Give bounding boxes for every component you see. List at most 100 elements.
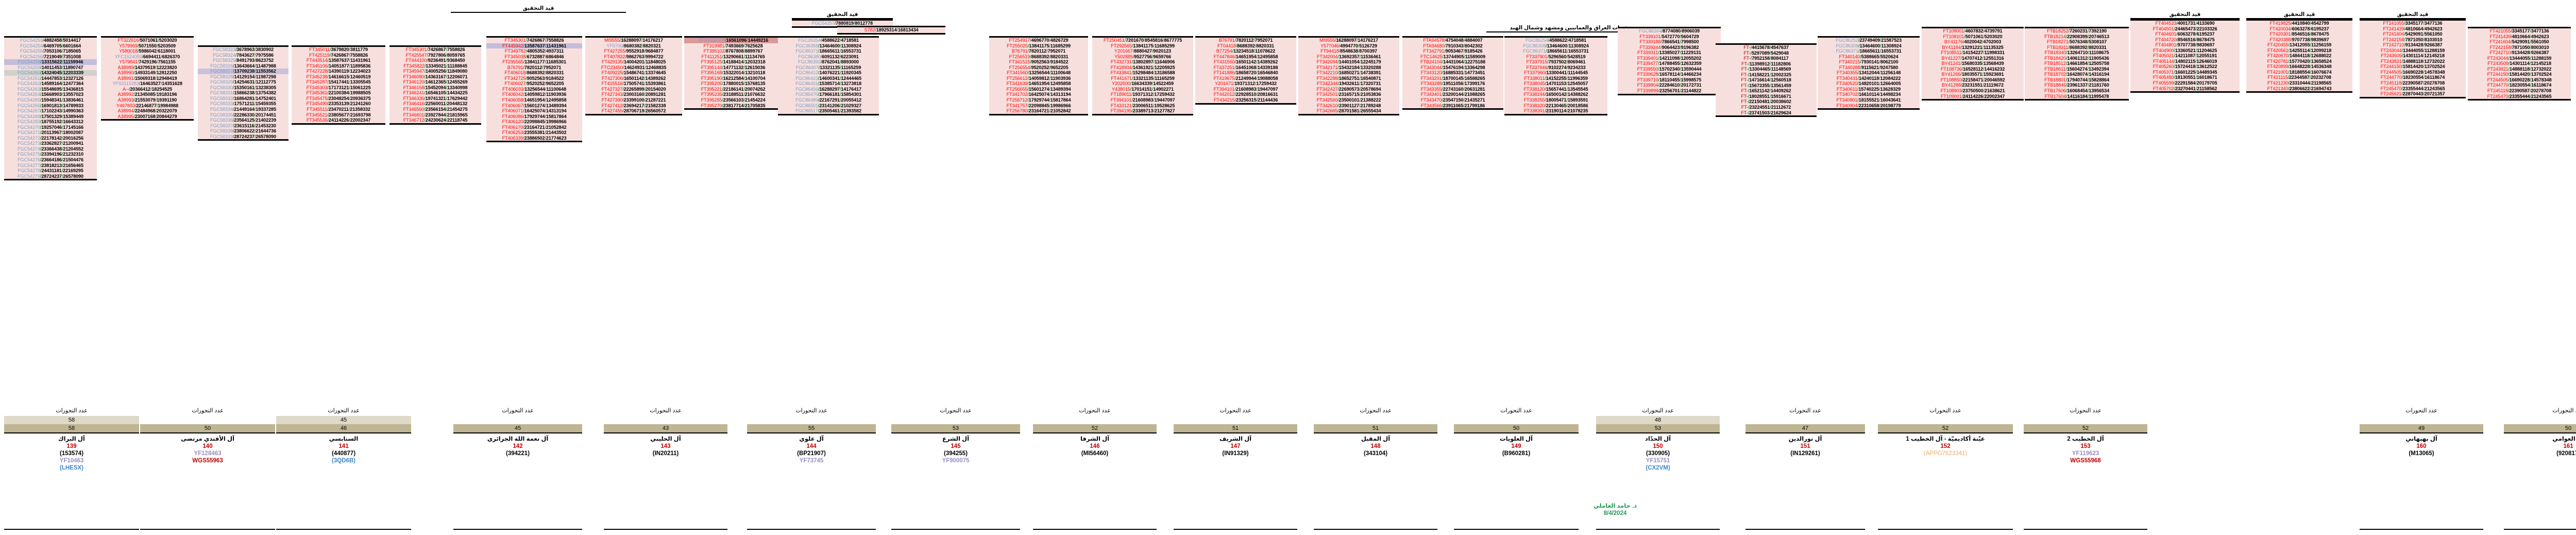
snp-entry[interactable]: FT406253/23555381/21443502 — [486, 130, 582, 136]
snp-entry[interactable]: FT395168/15322014/13210118 — [684, 70, 782, 76]
snp-entry[interactable]: FT406170/23164721/21052842 — [486, 124, 582, 130]
snp-entry[interactable]: FT243821/14888118/12732022 — [2468, 66, 2571, 72]
snp-entry[interactable]: FT346336/19741321/17629442 — [389, 95, 481, 102]
snp-entry[interactable]: FGC58335/22286330/20174451 — [198, 112, 289, 118]
snp-entry[interactable]: B76791/7820112/7952071 — [486, 64, 582, 71]
snp-entry[interactable]: BY41176/4020042/4702003 — [1922, 39, 2024, 45]
snp-entry[interactable]: FT394101/21608983/19447097 — [1092, 97, 1193, 103]
snp-entry[interactable]: FT437251/16451068/14339188 — [1195, 64, 1296, 71]
snp-entry[interactable]: FGC86308/13464600/11308924 — [1818, 43, 1920, 49]
snp-entry[interactable]: FT141886/18658720/16546840 — [1195, 70, 1296, 76]
snp-entry[interactable]: FT342004/13692357/11536461 — [1298, 54, 1399, 60]
snp-entry[interactable]: FGC58338/23806622/21644736 — [198, 128, 289, 134]
snp-entry[interactable]: FT256612/14059812/11903936 — [989, 75, 1088, 81]
snp-entry[interactable]: FT406042/14059812/11903936 — [486, 92, 582, 98]
snp-entry[interactable]: FT345490/23353139/21241260 — [292, 101, 385, 107]
snp-entry[interactable]: FT244150/15814420/13702524 — [2360, 64, 2466, 70]
snp-entry[interactable]: FT250451/7201670/8545816/8677775 — [1092, 38, 1193, 43]
snp-entry[interactable]: FT404801/9707738/9839697 — [2130, 42, 2240, 48]
snp-entry[interactable]: FT338045/14701153/12545057 — [1504, 81, 1607, 87]
snp-entry[interactable]: FT345238/14616615/12460519 — [292, 74, 385, 80]
snp-entry[interactable]: FTB18702/16428074/14316194 — [2025, 72, 2129, 77]
snp-entry[interactable]: FT346601/23927844/21815965 — [389, 112, 481, 118]
snp-entry[interactable]: FGC54277/23818213/21656465 — [4, 162, 97, 169]
snp-entry[interactable]: FGC86380/6091132/6223091 — [778, 54, 879, 60]
snp-entry[interactable]: FT342344/19432611/17320731 — [1298, 81, 1399, 87]
snp-entry[interactable]: YFC1524059/6694411/6826370 — [101, 54, 194, 60]
snp-entry[interactable]: A38992/21345085/19183196 — [101, 92, 194, 98]
snp-entry[interactable]: FT425119/7426867/7558826 — [292, 52, 385, 58]
snp-entry[interactable]: FT343044/15476194/13364298 — [1402, 64, 1503, 71]
snp-entry[interactable]: FT04418/8688392/8820331 — [1195, 43, 1296, 49]
snp-entry[interactable]: FT337960/13300441/11144545 — [1504, 70, 1607, 76]
snp-entry[interactable]: FT427306/16501142/14389262 — [585, 75, 682, 81]
snp-entry[interactable]: FT343566/23911065/21799186 — [1402, 103, 1503, 109]
snp-entry[interactable]: FT404900/13360521/11204625 — [2130, 47, 2240, 54]
snp-entry[interactable]: FT441671/13321135/11165259 — [1092, 75, 1193, 81]
snp-entry[interactable]: FTB18214/22908399/20746513 — [2025, 34, 2129, 40]
snp-entry[interactable]: FT420301/8546516/8678475 — [2246, 31, 2352, 37]
snp-entry[interactable]: Y201667/8880427/9020123 — [1092, 48, 1193, 54]
snp-entry[interactable]: FT-/14158221/12002325 — [1716, 72, 1817, 78]
snp-entry[interactable]: FT342427/22690573/20578694 — [1298, 86, 1399, 92]
snp-entry[interactable]: FT420781/15770420/13658524 — [2246, 58, 2352, 64]
snp-entry[interactable]: FGC86517/23505461/21393582 — [778, 108, 879, 114]
snp-entry[interactable]: FT244770/18230554/16118674 — [2360, 75, 2466, 81]
snp-entry[interactable]: FGC54254/6469705/6601664 — [4, 43, 97, 49]
snp-entry[interactable]: FT442012/22928510/20816631 — [1195, 92, 1296, 98]
snp-entry[interactable]: FT345475/23048254/20936375 — [292, 95, 385, 102]
snp-entry[interactable]: FT342171/15432184/13320288 — [1298, 64, 1399, 71]
snp-entry[interactable]: FT241604/5429091/5561050 — [2468, 39, 2571, 45]
snp-entry[interactable]: FT405260/15724418/13612522 — [2130, 64, 2240, 70]
snp-entry[interactable]: FTB18611/15604274/13492394 — [2025, 66, 2129, 72]
snp-entry[interactable]: YFS4252908/16561096/14449216 — [684, 38, 782, 43]
snp-entry[interactable]: FGC86489/22167291/20055412 — [778, 97, 879, 103]
snp-entry[interactable]: FGC54256/7219049/7351008 — [4, 54, 97, 60]
snp-entry[interactable]: FT427228/14390119/12234023 — [292, 69, 385, 74]
snp-entry[interactable]: FT244770/18230554/16118674 — [2468, 82, 2571, 89]
snp-entry[interactable]: FT405021/14211087/12055191 — [2130, 53, 2240, 59]
snp-entry[interactable]: FT340904/22310658/20198779 — [1818, 103, 1920, 109]
snp-entry[interactable]: FT342725/9052563/9184522 — [486, 75, 582, 81]
snp-entry[interactable]: FT339401/14211098/12055202 — [1618, 55, 1721, 61]
snp-entry[interactable]: FT340520/14820101/12664005 — [1818, 81, 1920, 87]
snp-entry[interactable]: FGC86431/15385714/13273818 — [778, 81, 879, 87]
snp-entry[interactable]: FT108101/5071061/5203020 — [1922, 34, 2024, 40]
snp-entry[interactable]: FTC14625/13744905/11589009 — [1402, 54, 1503, 60]
snp-entry[interactable]: FT395235/23188511/21076632 — [684, 92, 782, 98]
snp-entry[interactable]: FGC86392/8762041/8893000 — [778, 59, 879, 65]
snp-entry[interactable]: FT108903/23750500/21638621 — [1922, 88, 2024, 94]
snp-entry[interactable]: FGC58334/21449164/19337285 — [198, 107, 289, 112]
snp-entry[interactable]: A38995/23007168/20844279 — [101, 113, 194, 120]
snp-entry[interactable]: FGC86470/17966181/15854301 — [778, 92, 879, 98]
snp-entry[interactable]: FT406086/17929744/15817864 — [486, 113, 582, 120]
snp-entry[interactable]: FT-/15673355/13561459 — [1716, 82, 1817, 89]
snp-entry[interactable]: FT242158/7871050/8103010 — [2360, 37, 2466, 43]
snp-entry[interactable]: FT241055/3345177/3477136 — [2360, 21, 2466, 26]
snp-entry[interactable]: Y580018/5986042/6118001 — [101, 48, 194, 54]
snp-entry[interactable]: FT337901/5296560/5428519 — [1504, 54, 1607, 60]
snp-entry[interactable]: Y502885/9527756/9659766 — [1092, 54, 1193, 60]
snp-entry[interactable]: FGC54273/23362827/21200941 — [4, 141, 97, 146]
snp-entry[interactable]: FT405480/18130551/16018671 — [2130, 75, 2240, 81]
snp-entry[interactable]: B76791/7820112/7952071 — [989, 48, 1088, 54]
snp-entry[interactable]: FT406027/9520252/9652205 — [486, 81, 582, 87]
snp-entry[interactable]: FGC86423/14600341/12444465 — [778, 75, 879, 81]
snp-entry[interactable]: FGC58326/13643664/11487988 — [198, 63, 289, 69]
snp-entry[interactable]: FT-/22150481/20038602 — [1716, 99, 1817, 105]
snp-entry[interactable]: FGC54264/15668903/13557023 — [4, 92, 97, 98]
snp-entry[interactable]: Y579841/7429196/7561155 — [101, 59, 194, 65]
snp-entry[interactable]: FT425547/7927806/8059765 — [389, 52, 481, 58]
snp-entry[interactable]: FGC54268/17501329/15389449 — [4, 113, 97, 120]
snp-entry[interactable]: FT339710/18110455/15998575 — [1618, 77, 1721, 83]
snp-entry[interactable]: FT345822/13345021/11188845 — [389, 63, 481, 69]
snp-entry[interactable]: FT-/23741503/21629624 — [1716, 110, 1817, 116]
snp-entry[interactable]: FT339311/13385027/11229131 — [1618, 50, 1721, 56]
snp-entry[interactable]: FT-/7952158/8084117 — [1716, 56, 1817, 61]
